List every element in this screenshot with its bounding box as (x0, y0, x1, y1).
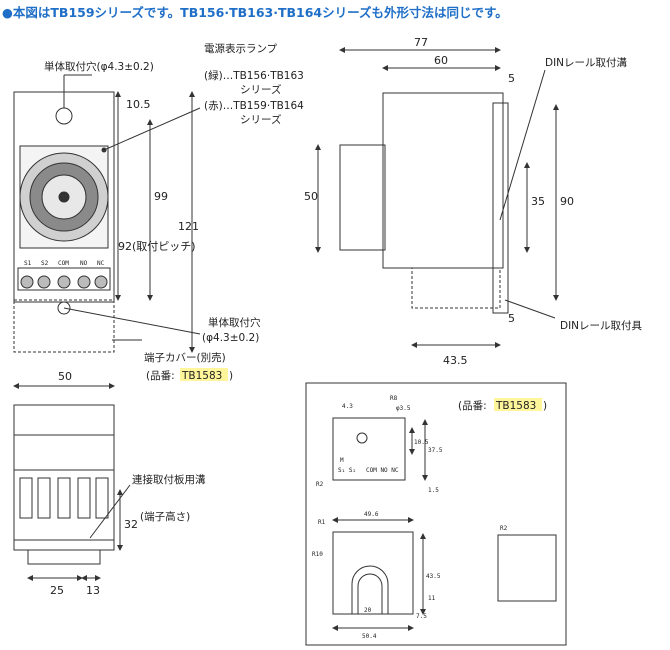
bottom-top-band (13, 404, 115, 436)
header-note: ●本図はTB159シリーズです。TB156·TB163·TB164シリーズも外形… (2, 5, 508, 20)
detail-dim-7-5: 7.5 (416, 613, 427, 620)
mounting-hole-bottom-size: (φ4.3±0.2) (202, 332, 259, 344)
terminal-label-nc: NC (97, 260, 105, 267)
side-terminal-cover (411, 267, 501, 309)
din-groove-label: DINレール取付溝 (545, 56, 628, 69)
detail-dim-r2-left: R2 (316, 481, 324, 488)
bottom-view-labels: 50 連接取付板用溝 32 (端子高さ) 25 13 (50, 370, 206, 597)
terminal-cover-label: 端子カバー(別売) (144, 351, 226, 364)
detail-symbol-com: COM NO NC (366, 467, 399, 474)
dim-43-5-side: 43.5 (443, 354, 468, 367)
dim-50-bottom: 50 (58, 370, 72, 383)
detail-dim-20: 20 (364, 607, 372, 614)
terminal-cover-part-prefix: (品番: (146, 370, 175, 382)
terminal-block (17, 267, 111, 291)
dim-10-5-front: 10.5 (126, 98, 151, 111)
terminal-cover-part-no: TB1583 (181, 370, 222, 382)
detail-hole (356, 432, 368, 444)
lamp-green-label: (緑)…TB156·TB163 (204, 69, 304, 82)
terminal-label-com: COM (58, 260, 69, 267)
lamp-title-label: 電源表示ランプ (204, 42, 278, 55)
detail-front-outline (332, 417, 406, 481)
detail-dim-phi-3-5: φ3.5 (396, 405, 411, 412)
dim-99: 99 (154, 190, 168, 203)
bottom-terminal-area (13, 469, 115, 541)
dim-60: 60 (434, 54, 448, 67)
detail-dim-50-4: 50.4 (362, 633, 377, 640)
side-din-clip (492, 102, 509, 314)
din-fixture-label: DINレール取付具 (560, 319, 643, 332)
dim-25: 25 (50, 584, 64, 597)
dim-35: 35 (531, 195, 545, 208)
terminal-label-s2: S2 (41, 260, 49, 267)
detail-cutout-outline (332, 531, 414, 615)
lamp-red-label: (赤)…TB159·TB164 (204, 100, 304, 112)
detail-dim-37-5: 37.5 (428, 447, 443, 454)
detail-arch (351, 565, 389, 614)
bottom-terminal-posts (19, 477, 109, 519)
detail-frame (305, 382, 567, 646)
detail-part-prefix: (品番: (458, 400, 487, 412)
detail-dim-49-6: 49.6 (364, 511, 379, 518)
detail-dim-4-3: 4.3 (342, 403, 353, 410)
terminal-label-s1: S1 (24, 260, 32, 267)
dim-121: 121 (178, 220, 199, 233)
front-terminal-cover-outline (13, 299, 115, 353)
bottom-mounting-hole (57, 301, 71, 315)
cover-detail-labels: (品番: TB1583 ) 4.3 R8 φ3.5 10.5 37.5 1.5 … (312, 395, 547, 640)
detail-arch-inner (357, 573, 383, 614)
side-view (315, 47, 559, 348)
dim-5-top: 5 (508, 72, 515, 85)
front-view-labels: 単体取付穴(φ4.3±0.2) 電源表示ランプ (緑)…TB156·TB163 … (24, 42, 304, 382)
side-dial-protrusion (339, 144, 386, 251)
side-body (382, 92, 504, 269)
dim-77: 77 (414, 36, 428, 49)
dim-50-side: 50 (304, 190, 318, 203)
detail-side-profile (497, 534, 557, 602)
dim-32: 32 (124, 518, 138, 531)
timer-dial-hub (58, 191, 70, 203)
bottom-foot (27, 549, 101, 565)
terminal-cover-part-suffix: ) (229, 370, 233, 382)
detail-dim-r8: R8 (390, 395, 398, 402)
detail-dim-r1: R1 (318, 519, 326, 526)
dim-5-bottom: 5 (508, 312, 515, 325)
dim-13: 13 (86, 584, 100, 597)
front-view (13, 74, 201, 353)
detail-symbol-m: M (340, 457, 344, 464)
detail-symbol-terminals: S₁ S₂ (338, 467, 356, 474)
lamp-green-series-label: シリーズ (240, 83, 281, 96)
side-view-labels: 77 60 5 50 35 90 5 43.5 DINレール取付溝 DINレール… (304, 36, 643, 367)
detail-dim-10-5: 10.5 (414, 439, 429, 446)
dim-92-pitch: 92(取付ピッチ) (118, 240, 196, 253)
dim-32-note: (端子高さ) (140, 510, 190, 523)
detail-part-suffix: ) (543, 400, 547, 412)
detail-part-no: TB1583 (495, 400, 536, 412)
lamp-red-series-label: シリーズ (240, 113, 281, 126)
detail-dim-r10: R10 (312, 551, 323, 558)
mounting-hole-top-label: 単体取付穴(φ4.3±0.2) (44, 60, 154, 73)
bottom-view (13, 383, 131, 581)
top-mounting-hole (55, 107, 73, 125)
mounting-hole-bottom-label: 単体取付穴 (208, 316, 261, 329)
detail-dim-11: 11 (428, 595, 436, 602)
detail-dim-r2-right: R2 (500, 525, 508, 532)
detail-dim-1-5: 1.5 (428, 487, 439, 494)
cover-detail (305, 382, 567, 646)
dim-90: 90 (560, 195, 574, 208)
terminal-screws (20, 275, 108, 289)
connector-groove-label: 連接取付板用溝 (132, 473, 206, 486)
detail-dim-43-5: 43.5 (426, 573, 441, 580)
terminal-label-no: NO (80, 260, 88, 267)
